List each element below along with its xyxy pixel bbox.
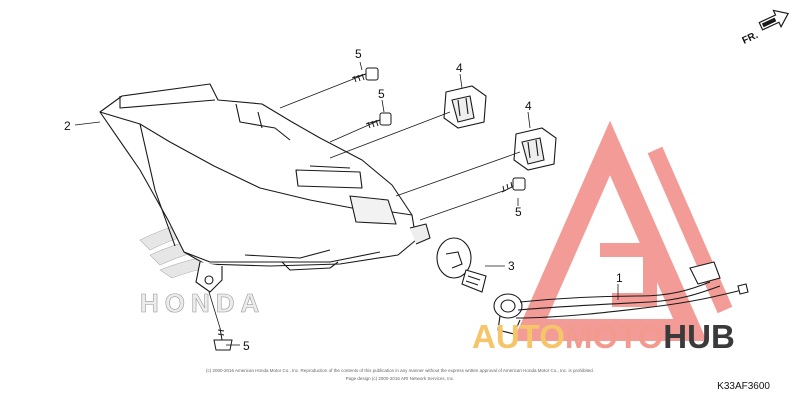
screw-upper-1: [351, 67, 379, 83]
socket-harness: [493, 261, 749, 335]
leader-lines: [74, 61, 619, 346]
watermark-word-moto: MOTO: [564, 318, 664, 355]
bulb: [436, 237, 487, 293]
callout-part-4-upper: 4: [456, 61, 463, 75]
watermark-word-hub: HUB: [663, 318, 735, 355]
diagram-code: K33AF3600: [717, 381, 770, 392]
copyright-line-1: (c) 2000-2016 American Honda Motor Co., …: [206, 368, 594, 373]
front-direction-indicator: [758, 9, 790, 31]
callout-part-1: 1: [616, 271, 623, 285]
callout-part-2: 2: [64, 119, 71, 133]
grommet-upper: [443, 85, 487, 129]
callout-part-5-lower: 5: [243, 339, 250, 353]
watermark-triangle-logo: [513, 120, 733, 341]
grommet-lower: [513, 127, 557, 171]
arrow-icon: [761, 17, 777, 28]
callout-part-4-lower: 4: [525, 99, 532, 113]
copyright-line-2: Page design (c) 2000-2016 ARI Network Se…: [345, 376, 455, 381]
callout-part-5-upper-1: 5: [355, 47, 362, 61]
screw-lower: [213, 327, 233, 351]
honda-brand-text: HONDA: [140, 288, 265, 318]
callout-part-3: 3: [508, 259, 515, 273]
watermark-word-auto: AUTO: [472, 318, 565, 355]
callout-part-5-upper-2: 5: [378, 87, 385, 101]
tail-light-housing: [99, 83, 431, 293]
watermark-text: AUTOMOTOHUB: [472, 318, 735, 356]
front-direction-label: FR.: [741, 30, 760, 47]
callout-part-5-right: 5: [515, 205, 522, 219]
